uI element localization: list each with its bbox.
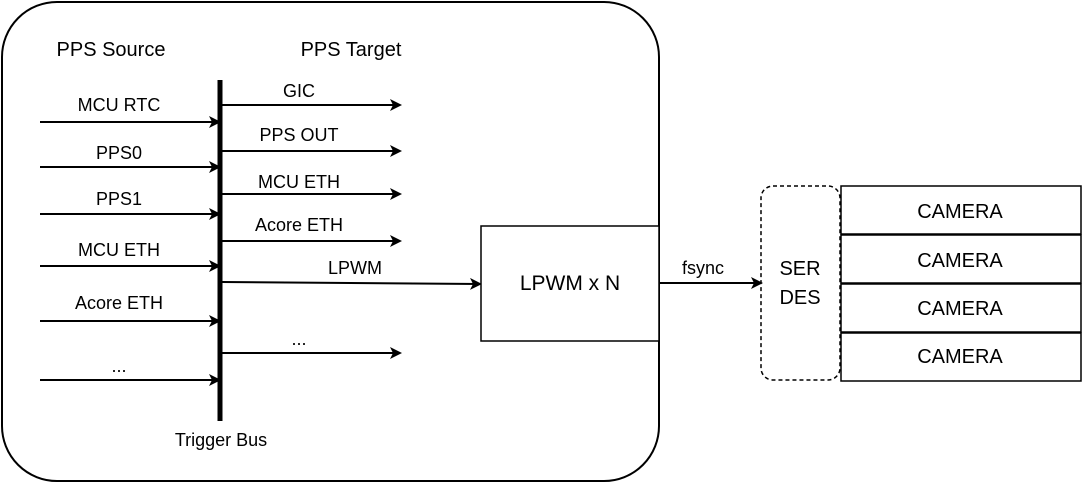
source-label-mcu-rtc: MCU RTC <box>78 95 161 115</box>
target-label-more: ... <box>291 329 306 349</box>
camera-stack: CAMERA CAMERA CAMERA CAMERA <box>840 185 1082 382</box>
camera-box <box>840 234 1082 284</box>
source-label-mcu-eth: MCU ETH <box>78 240 160 260</box>
camera-label: CAMERA <box>917 346 1003 368</box>
source-label-pps0: PPS0 <box>96 143 142 163</box>
serdes-label-line1: SER <box>779 258 820 280</box>
source-label-acore-eth: Acore ETH <box>75 293 163 313</box>
source-arrows <box>40 116 221 386</box>
fsync-label: fsync <box>682 258 724 278</box>
camera-box <box>840 185 1082 235</box>
source-label-more: ... <box>111 356 126 376</box>
target-label-acore-eth: Acore ETH <box>255 215 343 235</box>
target-label-lpwm: LPWM <box>328 258 382 278</box>
camera-label: CAMERA <box>917 298 1003 320</box>
camera-label: CAMERA <box>917 250 1003 272</box>
serdes-label-line2: DES <box>779 287 820 309</box>
trigger-bus-label: Trigger Bus <box>175 430 267 450</box>
target-label-pps-out: PPS OUT <box>259 125 338 145</box>
lpwm-block-label: LPWM x N <box>520 272 620 295</box>
pps-source-header: PPS Source <box>57 39 166 61</box>
target-labels: GIC PPS OUT MCU ETH Acore ETH LPWM ... <box>255 81 382 349</box>
serdes-block <box>760 185 841 381</box>
target-label-mcu-eth: MCU ETH <box>258 172 340 192</box>
source-labels: MCU RTC PPS0 PPS1 MCU ETH Acore ETH ... <box>75 95 163 376</box>
camera-label: CAMERA <box>917 201 1003 223</box>
camera-box <box>840 283 1082 333</box>
camera-box <box>840 332 1082 382</box>
lpwm-block <box>480 225 660 342</box>
target-arrows <box>221 99 482 359</box>
pps-target-header: PPS Target <box>301 39 402 61</box>
target-label-gic: GIC <box>283 81 315 101</box>
source-label-pps1: PPS1 <box>96 189 142 209</box>
target-arrow-lpwm <box>221 277 482 290</box>
